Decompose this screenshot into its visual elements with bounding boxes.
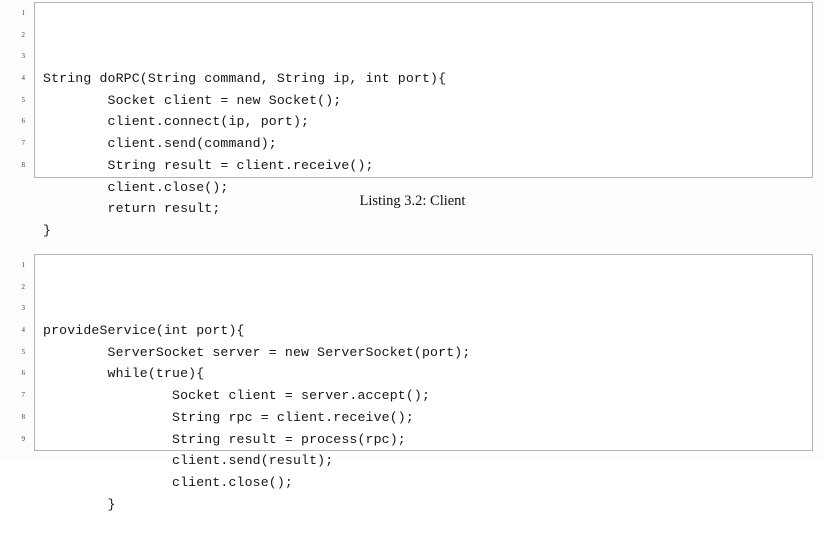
code-line: 5 String rpc = client.receive(); bbox=[22, 342, 812, 425]
line-number: 1 bbox=[21, 9, 26, 17]
code-line: 7 client.send(result); bbox=[22, 385, 812, 468]
line-number: 5 bbox=[21, 347, 26, 356]
code-line: 3 client.connect(ip, port); bbox=[22, 46, 812, 129]
code-lines: 1 String doRPC(String command, String ip… bbox=[22, 3, 812, 238]
code-line: 5 String result = client.receive(); bbox=[22, 90, 812, 173]
line-number: 3 bbox=[21, 52, 26, 61]
line-number: 1 bbox=[21, 261, 26, 269]
code-text: String result = client.receive(); bbox=[43, 157, 374, 173]
code-line: 2 Socket client = new Socket(); bbox=[22, 25, 812, 108]
code-line: 2 ServerSocket server = new ServerSocket… bbox=[22, 277, 812, 360]
code-text: String result = process(rpc); bbox=[43, 431, 406, 447]
code-line: 6 client.close(); bbox=[22, 111, 812, 194]
code-line: 1 provideService(int port){ bbox=[22, 255, 812, 338]
code-text: } bbox=[43, 222, 52, 238]
line-number: 8 bbox=[21, 160, 26, 169]
code-line: 3 while(true){ bbox=[22, 298, 812, 381]
code-line: 1 String doRPC(String command, String ip… bbox=[22, 3, 812, 86]
line-number: 2 bbox=[21, 282, 26, 291]
code-text: String doRPC(String command, String ip, … bbox=[43, 71, 447, 87]
code-listing-frame: 1 String doRPC(String command, String ip… bbox=[22, 2, 813, 238]
code-line: 9 } bbox=[22, 429, 812, 512]
code-line: 4 client.send(command); bbox=[22, 68, 812, 151]
line-number: 6 bbox=[21, 117, 26, 126]
code-line: 4 Socket client = server.accept(); bbox=[22, 320, 812, 403]
code-text: ServerSocket server = new ServerSocket(p… bbox=[43, 344, 471, 360]
line-number: 2 bbox=[21, 30, 26, 39]
line-number: 9 bbox=[21, 434, 26, 443]
code-line: 7 return result; bbox=[22, 133, 812, 216]
line-number: 5 bbox=[21, 95, 26, 104]
line-number: 8 bbox=[21, 412, 26, 421]
line-number: 4 bbox=[21, 326, 26, 335]
code-line: 8 } bbox=[22, 155, 812, 238]
line-number: 4 bbox=[21, 74, 26, 83]
code-text: client.send(command); bbox=[43, 136, 277, 152]
code-text: while(true){ bbox=[43, 366, 205, 382]
code-line: 6 String result = process(rpc); bbox=[22, 363, 812, 446]
code-text: client.close(); bbox=[43, 474, 293, 490]
code-text: Socket client = new Socket(); bbox=[43, 92, 342, 108]
code-line: 8 client.close(); bbox=[22, 407, 812, 490]
line-number: 3 bbox=[21, 304, 26, 313]
code-text: return result; bbox=[43, 201, 221, 217]
listing-caption: Listing 3.2: Client bbox=[359, 193, 466, 209]
code-text: provideService(int port){ bbox=[43, 323, 245, 339]
line-number: 6 bbox=[21, 369, 26, 378]
line-number: 7 bbox=[21, 391, 26, 400]
code-text: Socket client = server.accept(); bbox=[43, 388, 431, 404]
code-text: client.close(); bbox=[43, 179, 229, 195]
code-text: } bbox=[43, 496, 116, 512]
code-text: client.connect(ip, port); bbox=[43, 114, 310, 130]
document-page: 1 String doRPC(String command, String ip… bbox=[21, 2, 813, 512]
code-lines: 1 provideService(int port){ 2 ServerSock… bbox=[22, 255, 812, 512]
code-text: String rpc = client.receive(); bbox=[43, 409, 414, 425]
line-number: 7 bbox=[21, 139, 26, 148]
code-listing-frame: 1 provideService(int port){ 2 ServerSock… bbox=[22, 254, 813, 512]
